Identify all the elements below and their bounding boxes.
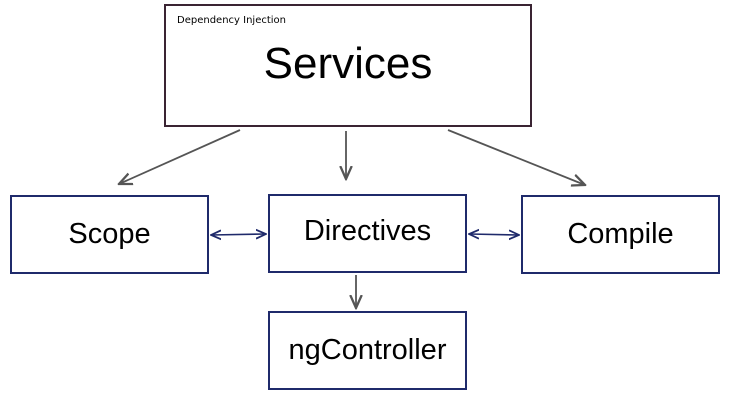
arrow-scope-directives-bidirectional (211, 234, 266, 235)
arrow-directives-compile-bidirectional (469, 234, 519, 235)
arrow-services-to-scope (119, 129, 241, 184)
compile-box: Compile (521, 195, 720, 274)
ngcontroller-label: ngController (288, 334, 447, 366)
scope-box: Scope (10, 195, 209, 274)
directives-label: Directives (303, 215, 432, 247)
services-title: Services (263, 38, 433, 88)
services-box: Dependency Injection Services (164, 4, 532, 127)
dependency-injection-caption: Dependency Injection (177, 15, 286, 26)
compile-label: Compile (567, 218, 674, 250)
ngcontroller-box: ngController (268, 311, 467, 390)
directives-box: Directives (268, 194, 467, 273)
scope-label: Scope (68, 218, 151, 250)
arrow-services-to-compile (447, 129, 585, 185)
